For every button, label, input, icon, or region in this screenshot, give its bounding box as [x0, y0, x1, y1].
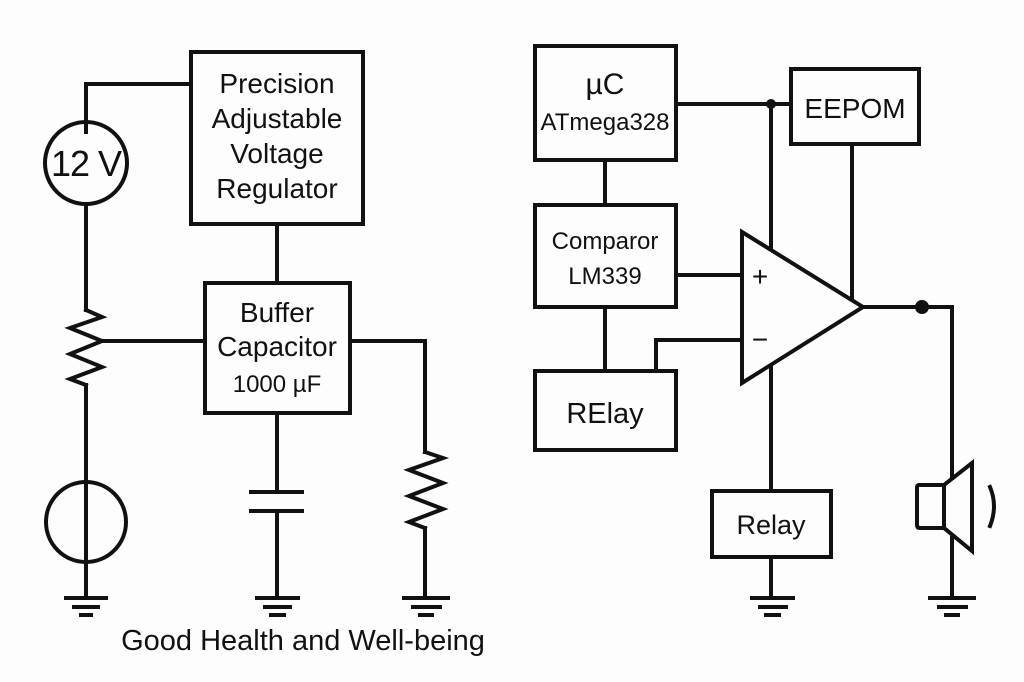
opamp-icon	[740, 228, 867, 387]
wire-relay-to-minus	[654, 338, 743, 373]
comparator-label-1: Comparor	[552, 228, 659, 255]
comparator-box	[533, 203, 678, 309]
caption: Good Health and Well-being	[121, 625, 485, 657]
ground-icon	[928, 596, 976, 617]
mcu-label-1: µC	[586, 68, 625, 101]
voltage-source-label: 12 V	[51, 143, 122, 184]
wire-opamp-output	[861, 305, 954, 480]
resistor-icon	[403, 449, 450, 531]
potentiometer-icon	[64, 307, 108, 388]
relay-upper-box	[533, 369, 678, 452]
mcu-label-2: ATmega328	[541, 109, 670, 136]
eeprom-label: EEPOM	[804, 93, 905, 124]
wire-source-to-regulator	[84, 82, 193, 134]
opamp-minus: −	[752, 324, 768, 355]
comparator-label-2: LM339	[568, 263, 641, 290]
current-source-icon	[44, 480, 128, 564]
wire-buffer-to-resistor	[348, 339, 427, 454]
ground-icon	[255, 596, 300, 617]
regulator-box	[189, 50, 365, 226]
buffer-label-2: Capacitor	[217, 331, 337, 362]
ground-icon	[750, 596, 795, 617]
capacitor-icon	[249, 490, 304, 513]
buffer-capacitor-box	[203, 281, 352, 415]
opamp-plus: +	[752, 261, 768, 292]
microcontroller-box	[533, 44, 678, 162]
eeprom-box	[789, 67, 921, 146]
ground-icon	[402, 596, 450, 617]
buffer-label-1: Buffer	[240, 297, 314, 328]
relay-lower-label: Relay	[736, 510, 806, 540]
regulator-label-4: Regulator	[216, 173, 337, 204]
regulator-label-1: Precision	[219, 68, 334, 99]
output-junction-dot	[915, 300, 929, 314]
relay-upper-label: RElay	[566, 398, 644, 430]
regulator-label-3: Voltage	[230, 138, 323, 169]
regulator-label-2: Adjustable	[212, 103, 343, 134]
ground-icon	[64, 596, 108, 617]
speaker-icon	[915, 458, 996, 556]
buffer-label-3: 1000 µF	[233, 371, 322, 398]
